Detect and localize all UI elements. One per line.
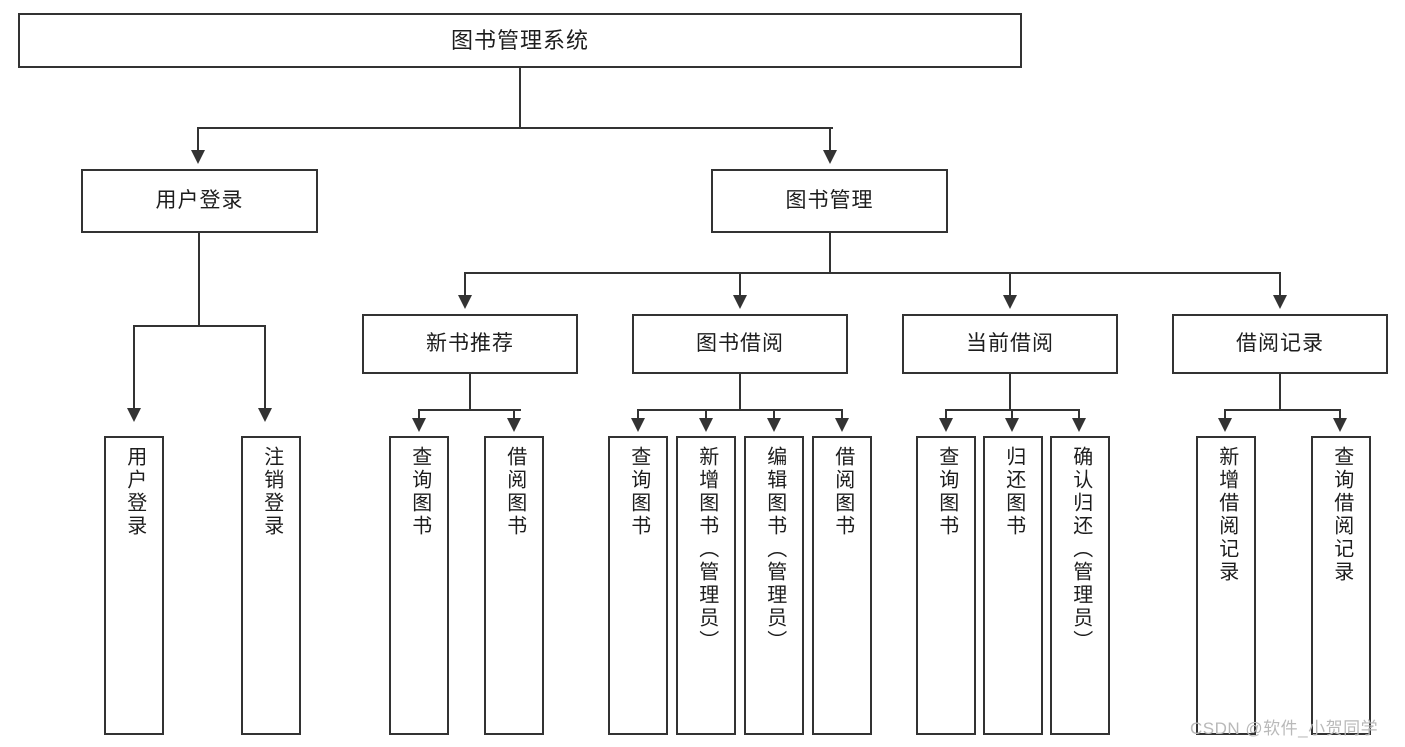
watermark-text: CSDN @软件_小贺同学 bbox=[1190, 719, 1379, 738]
connector-borrowrecord-stem bbox=[1279, 374, 1281, 410]
connector-currentborrow-stem bbox=[1009, 374, 1011, 410]
arrow-bookmgmt-4 bbox=[1273, 295, 1287, 309]
arrow-borrowrecord-2 bbox=[1333, 418, 1347, 432]
arrow-bookmgmt-1 bbox=[458, 295, 472, 309]
connector-level2-drop-1 bbox=[197, 127, 199, 153]
node-label: 借阅图书 bbox=[831, 446, 854, 538]
leaf-query-borrow-record[interactable]: 查询借阅记录 bbox=[1311, 436, 1371, 735]
arrow-borrowrecord-1 bbox=[1218, 418, 1232, 432]
leaf-add-borrow-record[interactable]: 新增借阅记录 bbox=[1196, 436, 1256, 735]
connector-root-stem bbox=[519, 68, 521, 128]
connector-bookborrow-drop-4 bbox=[841, 409, 843, 421]
arrow-bookborrow-1 bbox=[631, 418, 645, 432]
leaf-logout[interactable]: 注销登录 bbox=[241, 436, 301, 735]
connector-bookborrow-drop-3 bbox=[773, 409, 775, 421]
node-label: 查询图书 bbox=[408, 446, 431, 538]
node-label: 注销登录 bbox=[260, 446, 283, 538]
connector-userlogin-drop-1 bbox=[133, 325, 135, 411]
leaf-add-book-admin[interactable]: 新增图书（管理员） bbox=[676, 436, 736, 735]
connector-newbook-drop-2 bbox=[513, 409, 515, 421]
leaf-borrow-book-recommend[interactable]: 借阅图书 bbox=[484, 436, 544, 735]
arrow-currentborrow-1 bbox=[939, 418, 953, 432]
node-label: 查询图书 bbox=[627, 446, 650, 538]
node-label: 借阅图书 bbox=[503, 446, 526, 538]
node-root-system[interactable]: 图书管理系统 bbox=[18, 13, 1022, 68]
arrow-bookmgmt-3 bbox=[1003, 295, 1017, 309]
node-label: 当前借阅 bbox=[966, 331, 1054, 355]
node-label: 图书管理 bbox=[785, 188, 874, 212]
connector-currentborrow-drop-2 bbox=[1011, 409, 1013, 421]
leaf-query-book-current[interactable]: 查询图书 bbox=[916, 436, 976, 735]
connector-userlogin-drop-2 bbox=[264, 325, 266, 411]
node-label: 新增借阅记录 bbox=[1215, 446, 1238, 584]
connector-bookborrow-drop-2 bbox=[705, 409, 707, 421]
node-label: 图书借阅 bbox=[696, 331, 784, 355]
connector-borrowrecord-drop-2 bbox=[1339, 409, 1341, 421]
leaf-edit-book-admin[interactable]: 编辑图书（管理员） bbox=[744, 436, 804, 735]
arrow-userlogin-1 bbox=[127, 408, 141, 422]
arrow-bookborrow-2 bbox=[699, 418, 713, 432]
leaf-confirm-return-admin[interactable]: 确认归还（管理员） bbox=[1050, 436, 1110, 735]
arrow-bookmgmt-2 bbox=[733, 295, 747, 309]
arrow-userlogin-2 bbox=[258, 408, 272, 422]
node-current-borrow[interactable]: 当前借阅 bbox=[902, 314, 1118, 374]
connector-level2-drop-2 bbox=[829, 127, 831, 153]
connector-userlogin-stem bbox=[198, 233, 200, 326]
node-label: 新增图书（管理员） bbox=[695, 446, 718, 653]
connector-bookborrow-stem bbox=[739, 374, 741, 410]
leaf-user-login[interactable]: 用户登录 bbox=[104, 436, 164, 735]
connector-borrowrecord-drop-1 bbox=[1224, 409, 1226, 421]
arrow-newbook-2 bbox=[507, 418, 521, 432]
node-user-login[interactable]: 用户登录 bbox=[81, 169, 318, 233]
node-label: 查询图书 bbox=[935, 446, 958, 538]
connector-borrowrecord-bus bbox=[1224, 409, 1341, 411]
node-book-management[interactable]: 图书管理 bbox=[711, 169, 948, 233]
connector-newbook-stem bbox=[469, 374, 471, 410]
connector-bookmgmt-drop-2 bbox=[739, 272, 741, 297]
connector-newbook-drop-1 bbox=[418, 409, 420, 421]
node-label: 借阅记录 bbox=[1236, 331, 1324, 355]
connector-bookborrow-bus bbox=[637, 409, 843, 411]
connector-bookmgmt-drop-4 bbox=[1279, 272, 1281, 297]
arrow-currentborrow-3 bbox=[1072, 418, 1086, 432]
connector-currentborrow-drop-1 bbox=[945, 409, 947, 421]
node-new-book-recommend[interactable]: 新书推荐 bbox=[362, 314, 578, 374]
arrow-newbook-1 bbox=[412, 418, 426, 432]
leaf-query-book-borrow[interactable]: 查询图书 bbox=[608, 436, 668, 735]
connector-currentborrow-drop-3 bbox=[1078, 409, 1080, 421]
node-label: 归还图书 bbox=[1002, 446, 1025, 538]
leaf-return-book[interactable]: 归还图书 bbox=[983, 436, 1043, 735]
leaf-borrow-book[interactable]: 借阅图书 bbox=[812, 436, 872, 735]
node-label: 编辑图书（管理员） bbox=[763, 446, 786, 653]
node-borrow-record[interactable]: 借阅记录 bbox=[1172, 314, 1388, 374]
connector-bookmgmt-drop-3 bbox=[1009, 272, 1011, 297]
node-label: 新书推荐 bbox=[426, 331, 514, 355]
leaf-query-book-recommend[interactable]: 查询图书 bbox=[389, 436, 449, 735]
arrow-currentborrow-2 bbox=[1005, 418, 1019, 432]
node-label: 查询借阅记录 bbox=[1330, 446, 1353, 584]
node-label: 用户登录 bbox=[155, 188, 244, 212]
arrow-level2-1 bbox=[191, 150, 205, 164]
arrow-bookborrow-4 bbox=[835, 418, 849, 432]
node-label: 用户登录 bbox=[123, 446, 146, 538]
connector-level2-bus bbox=[197, 127, 833, 129]
node-label: 确认归还（管理员） bbox=[1069, 446, 1092, 653]
connector-bookmgmt-stem bbox=[829, 233, 831, 273]
connector-newbook-bus bbox=[418, 409, 521, 411]
node-book-borrow[interactable]: 图书借阅 bbox=[632, 314, 848, 374]
connector-bookmgmt-drop-1 bbox=[464, 272, 466, 297]
connector-bookborrow-drop-1 bbox=[637, 409, 639, 421]
connector-userlogin-bus bbox=[133, 325, 265, 327]
arrow-level2-2 bbox=[823, 150, 837, 164]
node-label: 图书管理系统 bbox=[450, 27, 589, 53]
arrow-bookborrow-3 bbox=[767, 418, 781, 432]
connector-bookmgmt-bus bbox=[464, 272, 1280, 274]
